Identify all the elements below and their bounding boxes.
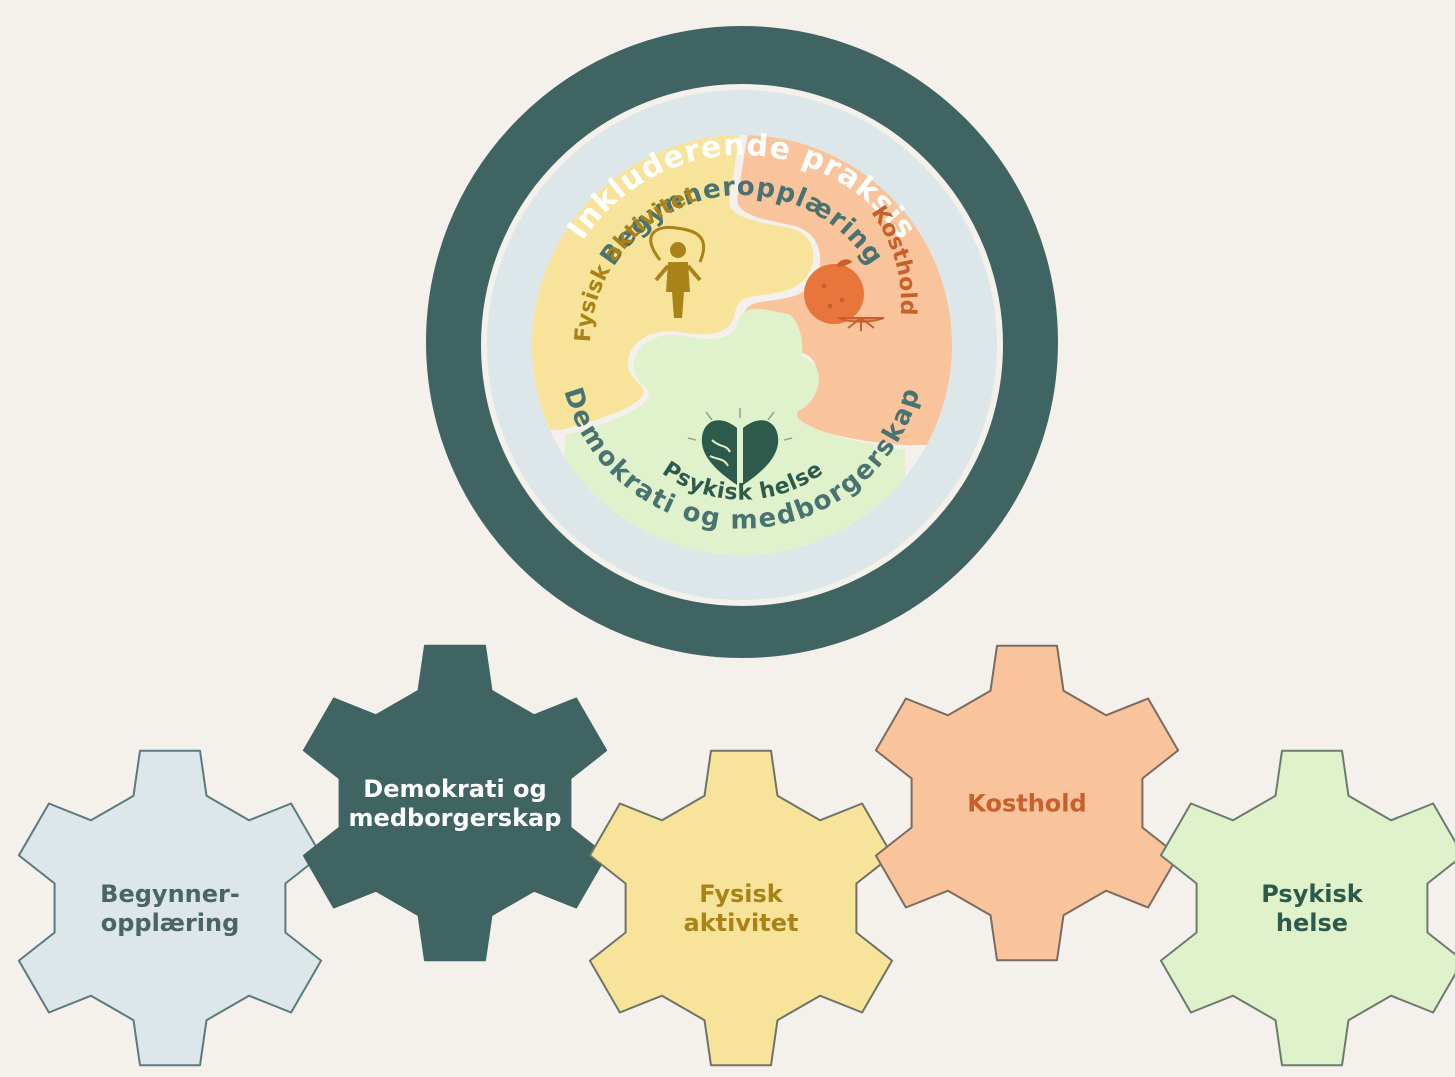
brain-heart-icon [687, 408, 793, 485]
gear-shape [874, 644, 1180, 962]
gear-label: Demokrati og [363, 775, 546, 803]
gear-label: Begynner- [100, 880, 240, 908]
jump-rope-icon [649, 225, 706, 318]
gear-shape [588, 749, 894, 1067]
gear-label: Psykisk [1261, 880, 1364, 908]
gear-label: opplæring [101, 909, 240, 937]
gear-shape [302, 644, 608, 962]
gear-label: Fysisk [699, 880, 784, 908]
gear-label: helse [1276, 909, 1348, 937]
gear-shape [1159, 749, 1455, 1067]
orange-icon [804, 259, 885, 331]
gear-kosthold: Kosthold [874, 644, 1180, 962]
inclusive-practice-circle: Inkluderende praksis Begynneropplæring D… [422, 22, 1062, 662]
gear-label: medborgerskap [349, 804, 562, 832]
gear-label: aktivitet [684, 909, 799, 937]
gear-shape [17, 749, 323, 1067]
gear-begynneropplaering: Begynner-opplæring [17, 749, 323, 1067]
gear-label: Kosthold [967, 789, 1086, 817]
